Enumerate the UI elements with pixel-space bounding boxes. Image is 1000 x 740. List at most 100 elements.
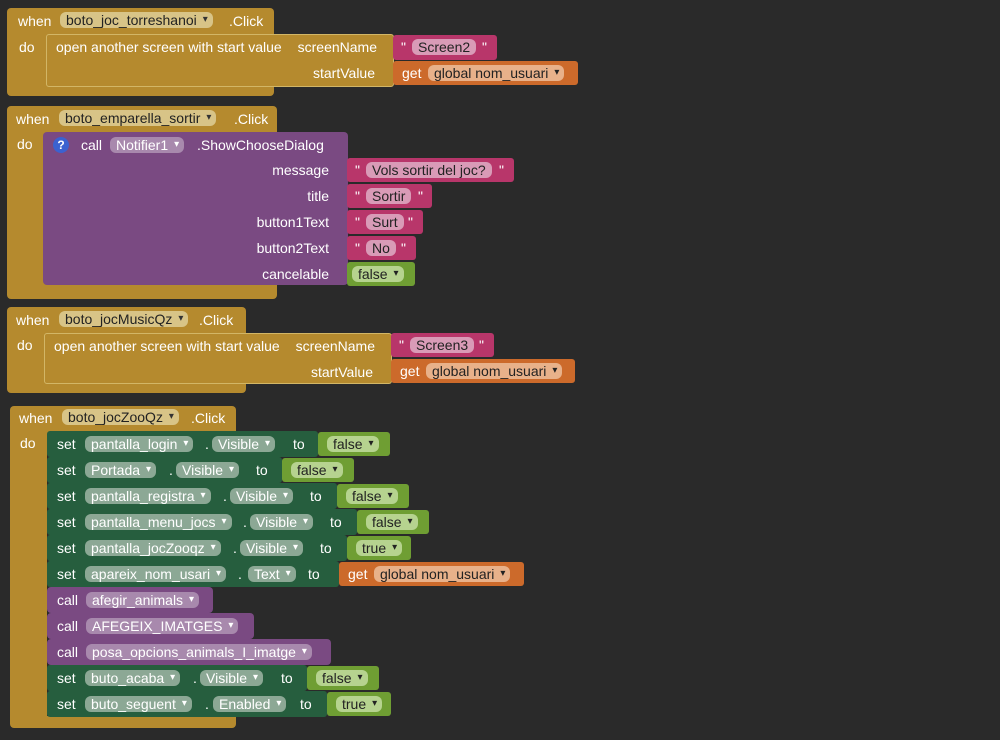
open-another-screen-block[interactable]: open another screen with start value scr… <box>46 34 394 87</box>
component-dropdown[interactable]: pantalla_menu_jocs <box>85 514 232 530</box>
property-dropdown[interactable]: Visible <box>250 514 313 530</box>
set-pantalla-jocZooqz-visible[interactable]: set pantalla_jocZooqz . Visible to <box>47 535 347 561</box>
open-another-screen-block[interactable]: open another screen with start value scr… <box>44 333 392 384</box>
set-portada-visible[interactable]: set Portada . Visible to <box>47 457 282 483</box>
get-label: get <box>400 363 420 379</box>
text-value[interactable]: No <box>366 240 396 256</box>
component-dropdown[interactable]: pantalla_login <box>85 436 194 452</box>
procedure-dropdown[interactable]: posa_opcions_animals_I_imatge <box>86 644 312 660</box>
when-label: when <box>19 410 53 426</box>
procedure-dropdown[interactable]: AFEGEIX_IMATGES <box>86 618 239 634</box>
variable-dropdown[interactable]: global nom_usuari <box>426 363 563 379</box>
event-do-bar <box>10 436 47 717</box>
startvalue-label: startValue <box>311 364 373 380</box>
when-label: when <box>18 13 52 29</box>
component-dropdown[interactable]: Portada <box>85 462 157 478</box>
call-posa-opcions-animals[interactable]: call posa_opcions_animals_I_imatge <box>47 639 331 665</box>
screenname-label: screenName <box>295 338 375 354</box>
logic-block[interactable]: false <box>318 432 390 456</box>
boolean-dropdown[interactable]: false <box>352 266 404 282</box>
call-afegeix-imatges[interactable]: call AFEGEIX_IMATGES <box>47 613 254 639</box>
set-buto-acaba-visible[interactable]: set buto_acaba . Visible to <box>47 665 307 691</box>
component-dropdown[interactable]: boto_joc_torreshanoi <box>60 12 213 28</box>
call-afegir-animals[interactable]: call afegir_animals <box>47 587 213 613</box>
component-dropdown[interactable]: apareix_nom_usari <box>85 566 227 582</box>
text-value[interactable]: Vols sortir del joc? <box>366 162 492 178</box>
text-value[interactable]: Sortir <box>366 188 412 204</box>
procedure-dropdown[interactable]: afegir_animals <box>86 592 200 608</box>
when-label: when <box>16 312 50 328</box>
method-label: .ShowChooseDialog <box>197 137 324 153</box>
boolean-dropdown[interactable]: false <box>366 514 418 530</box>
call-label: call <box>81 137 103 153</box>
logic-block[interactable]: true <box>347 536 411 560</box>
property-dropdown[interactable]: Visible <box>200 670 263 686</box>
text-block-screen2[interactable]: " Screen2 " <box>393 35 497 60</box>
logic-block[interactable]: false <box>337 484 409 508</box>
do-label: do <box>20 435 36 451</box>
text-value[interactable]: Screen2 <box>412 39 477 55</box>
text-block-button1[interactable]: " Surt " <box>347 210 423 234</box>
event-click-label: .Click <box>199 312 234 328</box>
button2-label: button2Text <box>256 240 329 256</box>
event-click-label: .Click <box>191 410 226 426</box>
text-block-button2[interactable]: " No " <box>347 236 416 260</box>
call-notifier-showchoosedialog[interactable]: ? call Notifier1 .ShowChooseDialog messa… <box>43 132 348 285</box>
get-variable-block[interactable]: get global nom_usuari <box>339 562 524 586</box>
help-question-icon[interactable]: ? <box>53 137 69 153</box>
text-block-title[interactable]: " Sortir " <box>347 184 432 208</box>
logic-block-cancelable[interactable]: false <box>347 262 415 286</box>
logic-block[interactable]: false <box>357 510 429 534</box>
component-dropdown[interactable]: pantalla_jocZooqz <box>85 540 221 556</box>
open-screen-label: open another screen with start value <box>56 39 282 55</box>
set-apareix-nom-usari-text[interactable]: set apareix_nom_usari . Text to <box>47 561 339 587</box>
component-dropdown[interactable]: boto_jocMusicQz <box>59 311 189 327</box>
property-dropdown[interactable]: Enabled <box>213 696 287 712</box>
boolean-dropdown[interactable]: false <box>291 462 343 478</box>
when-label: when <box>16 111 50 127</box>
do-label: do <box>19 39 35 55</box>
component-dropdown[interactable]: buto_acaba <box>85 670 181 686</box>
component-dropdown[interactable]: boto_jocZooQz <box>62 409 179 425</box>
cancelable-label: cancelable <box>262 266 329 282</box>
logic-block[interactable]: true <box>327 692 391 716</box>
set-pantalla-registra-visible[interactable]: set pantalla_registra . Visible to <box>47 483 337 509</box>
get-variable-block[interactable]: get global nom_usuari <box>391 359 575 383</box>
text-block-message[interactable]: " Vols sortir del joc? " <box>347 158 514 182</box>
screenname-label: screenName <box>297 39 377 55</box>
set-buto-seguent-enabled[interactable]: set buto_seguent . Enabled to <box>47 691 327 717</box>
title-label: title <box>307 188 329 204</box>
component-dropdown[interactable]: boto_emparella_sortir <box>59 110 217 126</box>
boolean-dropdown[interactable]: true <box>356 540 403 556</box>
set-pantalla-login-visible[interactable]: set pantalla_login . Visible to <box>47 431 318 457</box>
get-label: get <box>348 566 368 582</box>
property-dropdown[interactable]: Visible <box>240 540 303 556</box>
variable-dropdown[interactable]: global nom_usuari <box>374 566 511 582</box>
logic-block[interactable]: false <box>307 666 379 690</box>
boolean-dropdown[interactable]: false <box>327 436 379 452</box>
boolean-dropdown[interactable]: false <box>316 670 368 686</box>
component-dropdown[interactable]: buto_seguent <box>85 696 192 712</box>
button1-label: button1Text <box>256 214 329 230</box>
property-dropdown[interactable]: Visible <box>212 436 275 452</box>
set-pantalla-menu-jocs-visible[interactable]: set pantalla_menu_jocs . Visible to <box>47 509 357 535</box>
boolean-dropdown[interactable]: false <box>346 488 398 504</box>
event-click-label: .Click <box>229 13 264 29</box>
do-label: do <box>17 136 33 152</box>
boolean-dropdown[interactable]: true <box>336 696 383 712</box>
get-variable-block[interactable]: get global nom_usuari <box>393 61 578 85</box>
property-dropdown[interactable]: Visible <box>176 462 239 478</box>
startvalue-label: startValue <box>313 65 375 81</box>
property-dropdown[interactable]: Visible <box>230 488 293 504</box>
variable-dropdown[interactable]: global nom_usuari <box>428 65 565 81</box>
component-dropdown[interactable]: pantalla_registra <box>85 488 211 504</box>
text-block-screen3[interactable]: " Screen3 " <box>391 333 494 357</box>
text-value[interactable]: Surt <box>366 214 404 230</box>
logic-block[interactable]: false <box>282 458 354 482</box>
event-block-bottom <box>10 716 236 728</box>
open-screen-label: open another screen with start value <box>54 338 280 354</box>
notifier-dropdown[interactable]: Notifier1 <box>110 137 185 153</box>
text-value[interactable]: Screen3 <box>410 337 475 353</box>
property-dropdown[interactable]: Text <box>248 566 296 582</box>
